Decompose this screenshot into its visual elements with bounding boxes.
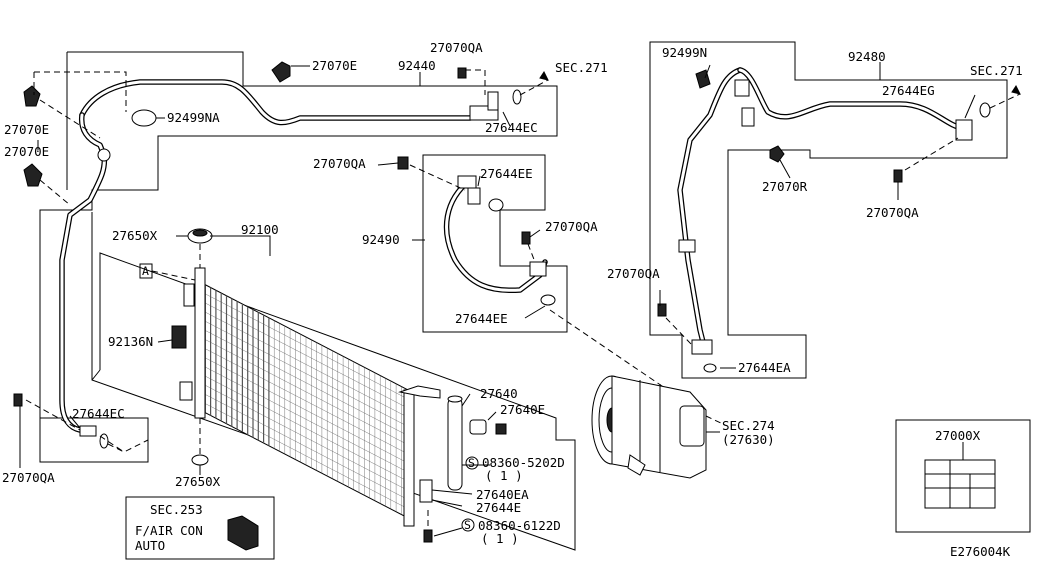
- label-27644ec-top: 27644EC: [485, 120, 538, 135]
- label-92480: 92480: [848, 49, 886, 64]
- label-qty-b: ( 1 ): [481, 531, 519, 546]
- inset-sec253-line2: AUTO: [135, 538, 165, 553]
- label-27070qa-mid: 27070QA: [313, 156, 366, 171]
- label-92499n: 92499N: [662, 45, 707, 60]
- inset-sec253-line1: F/AIR CON: [135, 523, 203, 538]
- label-27070qa-comp: 27070QA: [607, 266, 660, 281]
- label-08360-5202d: 08360-5202D: [482, 455, 565, 470]
- label-27070qa-right: 27070QA: [866, 205, 919, 220]
- label-27070r: 27070R: [762, 179, 808, 194]
- label-27644ea: 27644EA: [738, 360, 791, 375]
- label-27070qa-left: 27070QA: [2, 470, 55, 485]
- label-92490: 92490: [362, 232, 400, 247]
- s-symbol-b: S: [464, 518, 471, 532]
- label-sec271-left: SEC.271: [555, 60, 608, 75]
- label-27644eg: 27644EG: [882, 83, 935, 98]
- condenser-92100: [179, 267, 415, 527]
- inset-sec253-title: SEC.253: [150, 502, 203, 517]
- label-27000x-box: [895, 419, 1031, 533]
- label-27070qa-top: 27070QA: [430, 40, 483, 55]
- marker-a: A: [142, 264, 149, 278]
- diagram-code: E276004K: [950, 544, 1011, 559]
- label-27070e-left1: 27070E: [4, 122, 49, 137]
- frame-92499N: [649, 41, 1008, 379]
- label-08360-6122d: 08360-6122D: [478, 518, 561, 533]
- label-sec274: SEC.274: [722, 418, 775, 433]
- label-27000x: 27000X: [935, 428, 981, 443]
- label-27650x-bottom: 27650X: [175, 474, 221, 489]
- label-27070qa-center: 27070QA: [545, 219, 598, 234]
- label-27640e: 27640E: [500, 402, 545, 417]
- label-92499na: 92499NA: [167, 110, 220, 125]
- label-27644ec-left: 27644EC: [72, 406, 125, 421]
- label-27644e: 27644E: [476, 500, 521, 515]
- label-27650x-top: 27650X: [112, 228, 158, 243]
- frame-92490: [422, 154, 568, 333]
- inset-sec253-box: [125, 496, 275, 560]
- compressor: [591, 375, 707, 479]
- label-92100: 92100: [241, 222, 279, 237]
- label-27640ea: 27640EA: [476, 487, 529, 502]
- frame-92440: [39, 51, 558, 463]
- frame-92100: [91, 212, 576, 551]
- label-qty-a: ( 1 ): [485, 468, 523, 483]
- label-27640: 27640: [480, 386, 518, 401]
- s-symbol-a: S: [468, 456, 475, 470]
- label-27644ee-top: 27644EE: [480, 166, 533, 181]
- label-sec271-right: SEC.271: [970, 63, 1023, 78]
- label-92136n: 92136N: [108, 334, 153, 349]
- label-92440: 92440: [398, 58, 436, 73]
- label-27630: (27630): [722, 432, 775, 447]
- label-27070e-left2: 27070E: [4, 144, 49, 159]
- label-27644ee-bottom: 27644EE: [455, 311, 508, 326]
- label-27070e-top: 27070E: [312, 58, 357, 73]
